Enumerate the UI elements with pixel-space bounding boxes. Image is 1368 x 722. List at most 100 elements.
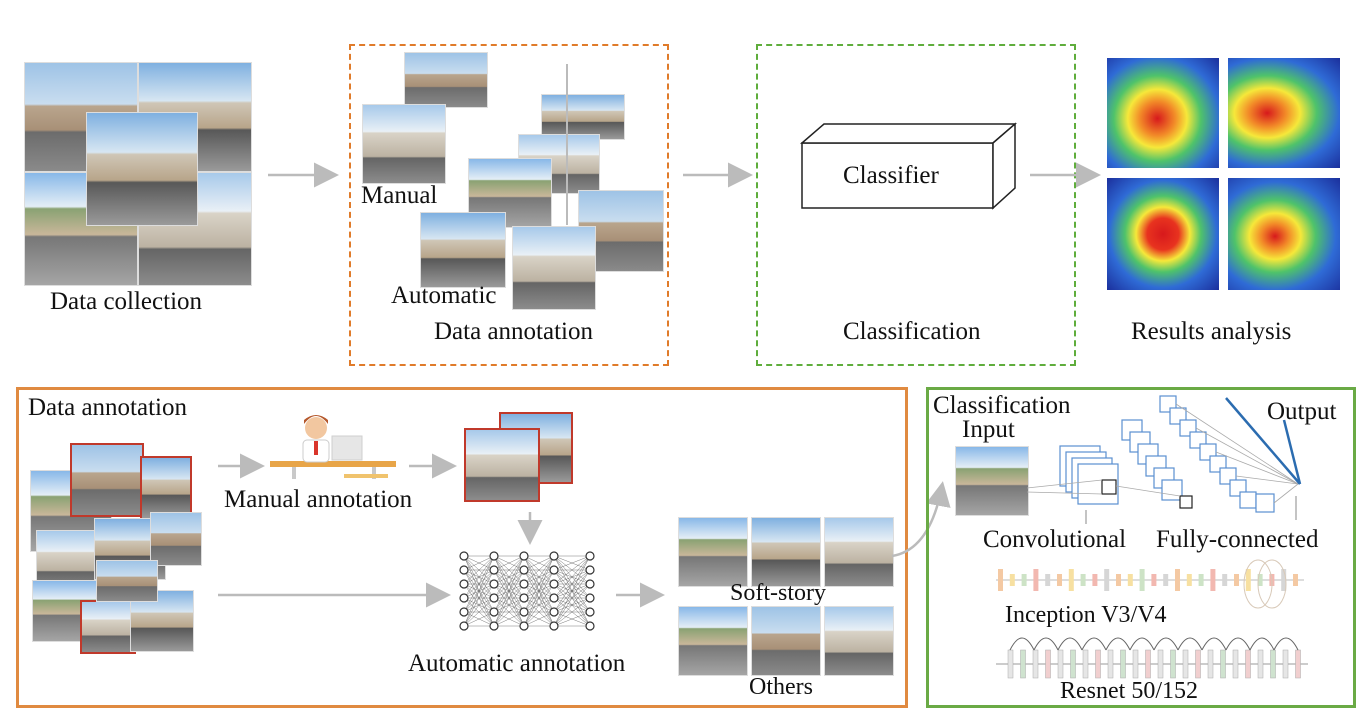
street-photo (140, 456, 192, 520)
nn-node (549, 621, 559, 631)
skip-connection (1153, 637, 1179, 651)
street-photo (678, 606, 748, 676)
results-analysis-label: Results analysis (1131, 318, 1292, 345)
inception-block (1175, 569, 1180, 591)
resnet-block (1057, 649, 1064, 679)
data-annotation-label: Data annotation (434, 318, 593, 345)
resnet-block (1032, 649, 1039, 679)
heatmap (1228, 58, 1340, 168)
nn-node (519, 593, 529, 603)
resnet-block (1270, 649, 1276, 679)
skip-connection (1129, 637, 1155, 651)
skip-connection (1249, 637, 1275, 651)
nn-node (489, 565, 499, 575)
inception-block (1009, 574, 1015, 586)
nn-node (489, 621, 499, 631)
inception-block (1139, 569, 1145, 591)
inception-block (1257, 574, 1263, 586)
output-label: Output (1267, 398, 1337, 425)
resnet-block (1195, 649, 1201, 679)
resnet-block (1120, 649, 1126, 679)
street-photo (86, 112, 198, 226)
nn-node (549, 607, 559, 617)
street-photo (96, 560, 158, 602)
nn-node (519, 579, 529, 589)
manual-annotation-label: Manual annotation (224, 486, 413, 513)
nn-node (459, 579, 469, 589)
resnet-block (1145, 649, 1151, 679)
resnet-block (1107, 649, 1114, 679)
street-photo (678, 517, 748, 587)
nn-node (585, 607, 595, 617)
nn-node (519, 621, 529, 631)
street-photo (541, 94, 625, 140)
nn-node (519, 607, 529, 617)
resnet-block (1045, 649, 1051, 679)
others-label: Others (749, 674, 813, 700)
skip-connection (1009, 637, 1035, 651)
resnet-block (1007, 649, 1014, 679)
nn-node (459, 621, 469, 631)
resnet-block (1132, 649, 1139, 679)
nn-node (549, 551, 559, 561)
nn-node (489, 551, 499, 561)
inception-block (1021, 574, 1027, 586)
resnet-block (1070, 649, 1076, 679)
heatmap (1228, 178, 1340, 290)
resnet-block (1182, 649, 1189, 679)
resnet-block (1020, 649, 1026, 679)
inception-block (1080, 574, 1086, 586)
resnet-block (1207, 649, 1214, 679)
street-photo (824, 517, 894, 587)
inception-block (1151, 574, 1157, 586)
nn-node (585, 551, 595, 561)
skip-connection (1201, 637, 1227, 651)
nn-node (489, 579, 499, 589)
street-photo (464, 428, 540, 502)
inception-block (1104, 569, 1110, 591)
inception-block (1234, 574, 1239, 586)
panel-title-classification: Classification (933, 392, 1071, 419)
soft-story-label: Soft-story (730, 580, 826, 606)
skip-connection (1273, 637, 1299, 651)
street-photo (362, 104, 446, 184)
resnet-block (1220, 649, 1226, 679)
resnet-block (1095, 649, 1101, 679)
nn-node (459, 565, 469, 575)
nn-node (549, 579, 559, 589)
input-image (955, 446, 1029, 516)
resnet-block (1282, 649, 1289, 679)
data-annotation-panel (16, 387, 908, 708)
nn-node (459, 551, 469, 561)
street-photo (404, 52, 488, 108)
inception-label: Inception V3/V4 (1005, 602, 1167, 628)
inception-block (1045, 574, 1051, 586)
nn-node (459, 593, 469, 603)
street-photo (70, 443, 144, 517)
fully-connected-label: Fully-connected (1156, 526, 1319, 553)
nn-node (519, 565, 529, 575)
inception-block (1210, 569, 1216, 591)
street-photo (512, 226, 596, 310)
skip-connection (1081, 637, 1107, 651)
inception-block (1293, 574, 1298, 586)
panel-title-data-annotation: Data annotation (28, 394, 187, 421)
resnet-label: Resnet 50/152 (1060, 678, 1198, 704)
inception-block (1163, 574, 1169, 586)
classification-box (756, 44, 1076, 366)
street-photo (420, 212, 506, 288)
street-photo (468, 158, 552, 228)
inception-block (1057, 574, 1062, 586)
data-annotation-box (349, 44, 669, 366)
inception-block (1245, 569, 1251, 591)
inception-block (1068, 569, 1074, 591)
nn-node (489, 607, 499, 617)
street-photo (150, 512, 202, 566)
